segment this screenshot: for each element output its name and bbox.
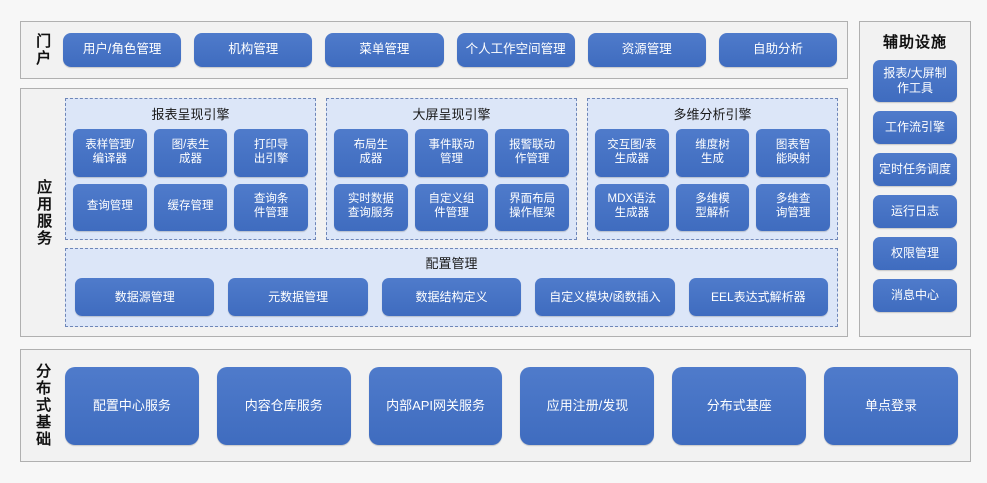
aux-button-scheduled-task-scheduler[interactable]: 定时任务调度 bbox=[873, 153, 957, 186]
auxiliary-facilities-list: 报表/大屏制 作工具 工作流引擎 定时任务调度 运行日志 权限管理 消息中心 bbox=[860, 60, 970, 312]
engine-item-cache-management[interactable]: 缓存管理 bbox=[153, 183, 228, 231]
config-button-custom-module-function-insertion[interactable]: 自定义模块/函数插入 bbox=[535, 278, 675, 316]
distributed-base-section-label-text: 分布式基础 bbox=[34, 363, 52, 448]
engine-title-multidimensional-analysis: 多维分析引擎 bbox=[673, 107, 752, 122]
aux-button-report-dashboard-authoring-tool[interactable]: 报表/大屏制 作工具 bbox=[873, 60, 957, 102]
aux-button-permission-management[interactable]: 权限管理 bbox=[873, 237, 957, 270]
portal-button-menu-management[interactable]: 菜单管理 bbox=[325, 33, 444, 67]
portal-button-self-service-analysis[interactable]: 自助分析 bbox=[718, 33, 838, 67]
dist-button-internal-api-gateway-service[interactable]: 内部API网关服务 bbox=[368, 366, 503, 445]
engine-item-custom-component-management[interactable]: 自定义组 件管理 bbox=[414, 183, 489, 231]
engine-title-large-screen-rendering: 大屏呈现引擎 bbox=[412, 107, 491, 122]
engine-item-realtime-data-query-service[interactable]: 实时数据 查询服务 bbox=[334, 183, 408, 231]
distributed-base-section-label: 分布式基础 bbox=[21, 350, 63, 461]
dist-button-distributed-foundation[interactable]: 分布式基座 bbox=[672, 366, 807, 445]
portal-button-resource-management[interactable]: 资源管理 bbox=[587, 33, 706, 67]
engine-item-query-condition-management[interactable]: 查询条 件管理 bbox=[234, 183, 308, 231]
engine-item-mdx-syntax-generator[interactable]: MDX语法 生成器 bbox=[595, 183, 669, 231]
dist-button-content-repository-service[interactable]: 内容仓库服务 bbox=[216, 366, 351, 445]
engine-item-multidimensional-model-parsing[interactable]: 多维模 型解析 bbox=[675, 183, 750, 231]
dist-button-app-registration-discovery[interactable]: 应用注册/发现 bbox=[520, 366, 655, 445]
aux-button-runtime-log[interactable]: 运行日志 bbox=[873, 195, 957, 228]
portal-section-label: 门户 bbox=[21, 22, 63, 78]
portal-button-row: 用户/角色管理 机构管理 菜单管理 个人工作空间管理 资源管理 自助分析 bbox=[63, 22, 847, 78]
configuration-management-panel: 配置管理 数据源管理 元数据管理 数据结构定义 自定义模块/函数插入 EEL表达… bbox=[65, 248, 838, 327]
configuration-management-title: 配置管理 bbox=[425, 256, 478, 271]
portal-button-user-role-management[interactable]: 用户/角色管理 bbox=[63, 33, 182, 67]
engine-item-dimension-tree-generation[interactable]: 维度树 生成 bbox=[675, 129, 750, 177]
engine-title-report-rendering: 报表呈现引擎 bbox=[151, 107, 230, 122]
portal-button-organization-management[interactable]: 机构管理 bbox=[194, 33, 313, 67]
auxiliary-facilities-title: 辅助设施 bbox=[882, 34, 947, 51]
engine-item-interactive-chart-table-generator[interactable]: 交互图/表 生成器 bbox=[595, 129, 669, 177]
portal-section: 门户 用户/角色管理 机构管理 菜单管理 个人工作空间管理 资源管理 自助分析 bbox=[20, 21, 848, 79]
dist-button-config-center-service[interactable]: 配置中心服务 bbox=[65, 366, 199, 445]
engine-item-ui-layout-operation-framework[interactable]: 界面布局 操作框架 bbox=[495, 183, 569, 231]
engine-grid-multidimensional-analysis: 交互图/表 生成器 维度树 生成 图表智 能映射 MDX语法 生成器 多维模 型… bbox=[595, 129, 830, 231]
auxiliary-facilities-section: 辅助设施 报表/大屏制 作工具 工作流引擎 定时任务调度 运行日志 权限管理 消… bbox=[859, 21, 971, 337]
portal-button-personal-workspace-management[interactable]: 个人工作空间管理 bbox=[456, 33, 575, 67]
portal-section-label-text: 门户 bbox=[34, 33, 52, 67]
engine-item-alarm-linkage-action-management[interactable]: 报警联动 作管理 bbox=[495, 129, 569, 177]
engine-item-layout-generator[interactable]: 布局生 成器 bbox=[334, 129, 408, 177]
engine-grid-large-screen-rendering: 布局生 成器 事件联动 管理 报警联动 作管理 实时数据 查询服务 自定义组 件… bbox=[334, 129, 569, 231]
application-services-section-label: 应用服务 bbox=[21, 89, 65, 336]
config-button-eel-expression-parser[interactable]: EEL表达式解析器 bbox=[688, 278, 829, 316]
engine-item-print-export-engine[interactable]: 打印导 出引擎 bbox=[234, 129, 308, 177]
application-services-section: 应用服务 报表呈现引擎 表样管理/ 编译器 图/表生 成器 打印导 出引擎 查询… bbox=[20, 88, 848, 337]
engine-grid-report-rendering: 表样管理/ 编译器 图/表生 成器 打印导 出引擎 查询管理 缓存管理 查询条 … bbox=[73, 129, 308, 231]
application-services-body: 报表呈现引擎 表样管理/ 编译器 图/表生 成器 打印导 出引擎 查询管理 缓存… bbox=[65, 89, 847, 336]
engine-item-event-linkage-management[interactable]: 事件联动 管理 bbox=[414, 129, 489, 177]
engine-item-chart-table-generator[interactable]: 图/表生 成器 bbox=[153, 129, 228, 177]
engine-panel-report-rendering: 报表呈现引擎 表样管理/ 编译器 图/表生 成器 打印导 出引擎 查询管理 缓存… bbox=[65, 98, 316, 240]
distributed-base-section: 分布式基础 配置中心服务 内容仓库服务 内部API网关服务 应用注册/发现 分布… bbox=[20, 349, 971, 462]
config-button-metadata-management[interactable]: 元数据管理 bbox=[228, 278, 368, 316]
application-services-section-label-text: 应用服务 bbox=[35, 178, 53, 247]
engines-row: 报表呈现引擎 表样管理/ 编译器 图/表生 成器 打印导 出引擎 查询管理 缓存… bbox=[65, 98, 838, 240]
config-button-data-structure-definition[interactable]: 数据结构定义 bbox=[381, 278, 522, 316]
aux-button-message-center[interactable]: 消息中心 bbox=[873, 279, 957, 312]
dist-button-single-sign-on[interactable]: 单点登录 bbox=[824, 366, 958, 445]
distributed-base-button-row: 配置中心服务 内容仓库服务 内部API网关服务 应用注册/发现 分布式基座 单点… bbox=[63, 350, 970, 461]
engine-item-query-management[interactable]: 查询管理 bbox=[73, 183, 147, 231]
engine-panel-multidimensional-analysis: 多维分析引擎 交互图/表 生成器 维度树 生成 图表智 能映射 MDX语法 生成… bbox=[587, 98, 838, 240]
engine-item-template-management-compiler[interactable]: 表样管理/ 编译器 bbox=[73, 129, 147, 177]
config-button-datasource-management[interactable]: 数据源管理 bbox=[75, 278, 215, 316]
engine-item-multidimensional-query-management[interactable]: 多维查 询管理 bbox=[756, 183, 830, 231]
engine-panel-large-screen-rendering: 大屏呈现引擎 布局生 成器 事件联动 管理 报警联动 作管理 实时数据 查询服务… bbox=[326, 98, 577, 240]
engine-item-chart-intelligent-mapping[interactable]: 图表智 能映射 bbox=[756, 129, 830, 177]
configuration-management-row: 数据源管理 元数据管理 数据结构定义 自定义模块/函数插入 EEL表达式解析器 bbox=[75, 277, 829, 317]
aux-button-workflow-engine[interactable]: 工作流引擎 bbox=[873, 111, 957, 144]
